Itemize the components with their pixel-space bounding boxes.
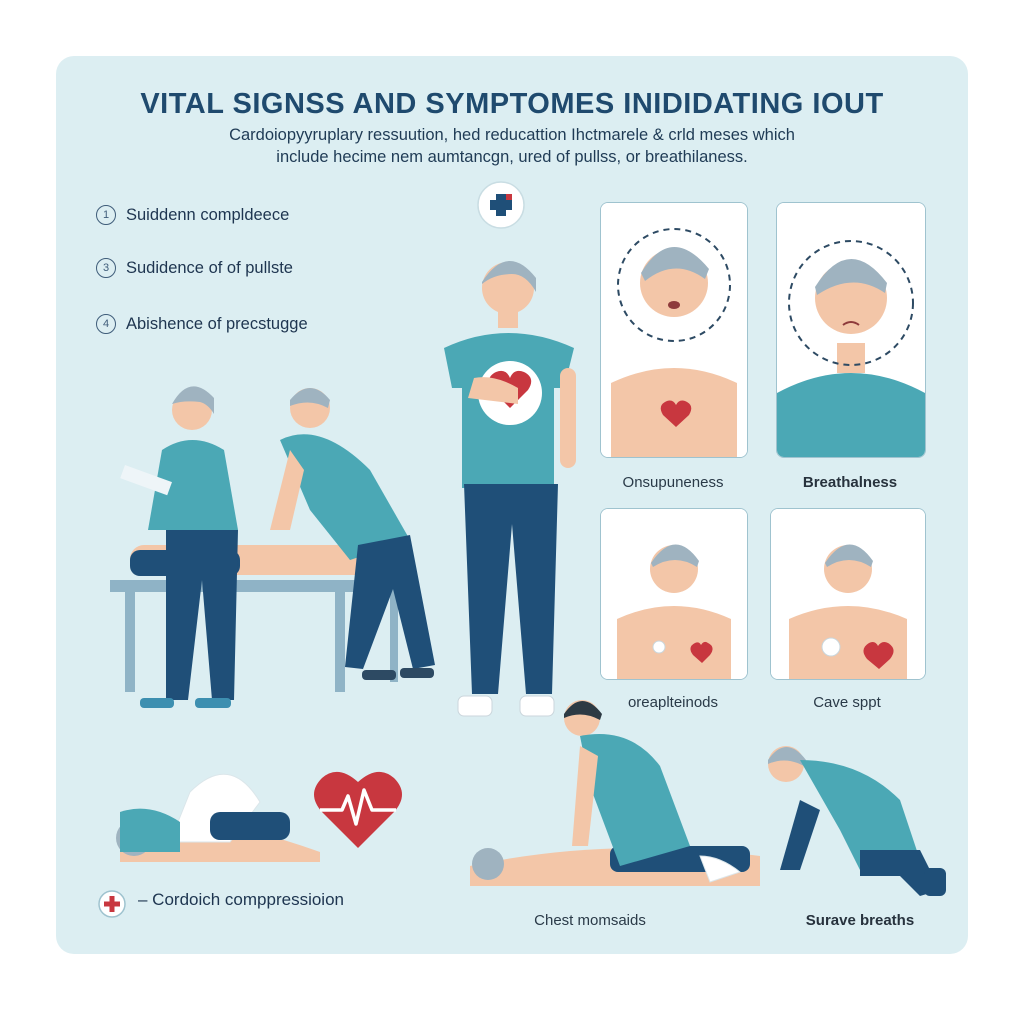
card-caption-chest: Cave sppt <box>813 694 881 711</box>
medical-cross-icon <box>477 181 525 229</box>
medical-plus-icon <box>98 890 126 918</box>
chest-compressions-scene <box>470 700 760 886</box>
symptom-card-chest <box>770 508 926 680</box>
card-caption-unresponsive: Onsupuneness <box>622 474 724 491</box>
compression-label: – Cordoich comppressioion <box>138 890 344 909</box>
list-item: 1 Suiddenn compldeece <box>96 205 289 225</box>
list-item: 3 Sudidence of of pullste <box>96 258 293 278</box>
heartbeat-heart-icon <box>314 771 402 848</box>
symptom-card-breathlessness <box>776 202 926 458</box>
page-title: VITAL SIGNSS AND SYMPTOMES INIDIDATING I… <box>140 88 884 120</box>
card-caption-pain: oreaplteinods <box>627 694 719 711</box>
list-number: 3 <box>96 258 116 278</box>
cpr-table-scene <box>110 386 435 708</box>
rescue-breaths-scene <box>768 746 946 896</box>
card-caption-breathlessness: Breathalness <box>802 474 898 491</box>
symptom-card-pain <box>600 508 748 680</box>
list-label: Abishence of precstugge <box>126 314 308 333</box>
list-label: Suiddenn compldeece <box>126 205 290 224</box>
caption-chest-compressions: Chest momsaids <box>534 912 646 929</box>
lying-person-recovery <box>116 773 320 862</box>
subtitle-line-1: Cardoiopyyruplary ressuution, hed reduca… <box>229 126 795 144</box>
list-number: 4 <box>96 314 116 334</box>
list-label: Sudidence of of pullste <box>126 258 293 277</box>
standing-man-chest-pain <box>444 260 576 717</box>
subtitle-line-2: include hecime nem aumtancgn, ured of pu… <box>276 148 748 166</box>
caption-rescue-breaths: Surave breaths <box>805 912 915 929</box>
list-number: 1 <box>96 205 116 225</box>
symptom-card-unresponsive <box>600 202 748 458</box>
list-item: 4 Abishence of precstugge <box>96 314 308 334</box>
